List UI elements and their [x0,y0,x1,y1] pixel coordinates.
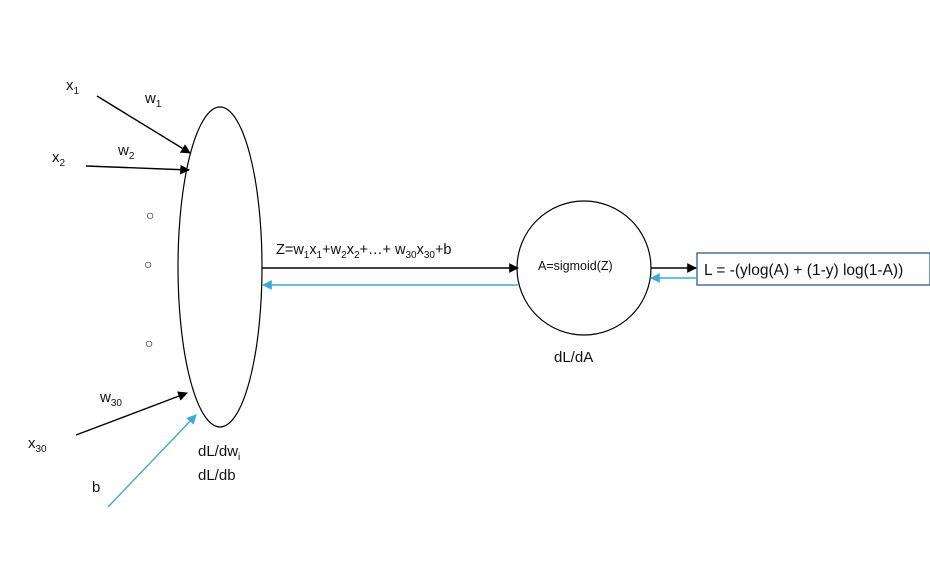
weight-w1-label: w1 [144,90,162,110]
activation-label: A=sigmoid(Z) [538,259,613,273]
input-x1-label: x1 [66,77,80,97]
ellipsis-marker: ○ [146,207,154,223]
grad-w-label: dL/dwi [198,443,240,463]
input-x2-label: x2 [52,149,66,169]
loss-box [696,252,930,286]
input-x30-label: x30 [28,435,47,455]
neuron-ellipse [177,106,263,428]
grad-b-label: dL/db [198,467,236,484]
weight-w2-label: w2 [117,142,135,162]
x30-input-arrow [75,391,188,436]
grad-a-label: dL/dA [554,349,593,366]
ellipsis-marker: ○ [145,335,153,351]
bias-label: b [92,479,100,496]
loss-formula: L = -(ylog(A) + (1-y) log(1-A)) [704,262,903,279]
bias-gradient-arrow [107,414,197,508]
linear-equation: Z=w1x1+w2x2+…+ w30x30+b [276,242,451,261]
weight-w30-label: w30 [99,389,122,409]
x2-input-arrow [85,164,190,175]
ellipsis-marker: ○ [144,256,152,272]
x1-input-arrow [96,95,191,154]
